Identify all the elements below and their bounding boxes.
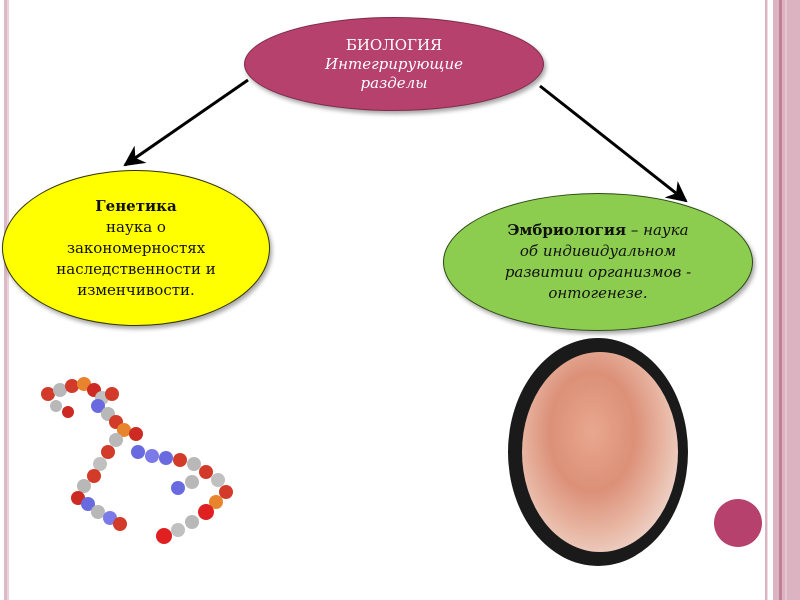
arrow-to-embryology <box>539 84 688 203</box>
right-border-thin-stripe-light <box>767 0 768 600</box>
genetics-line: наследственности и <box>56 259 216 278</box>
root-title: БИОЛОГИЯ <box>345 35 443 54</box>
root-subtitle-line2: разделы <box>360 73 428 92</box>
right-border-dark-stripe <box>779 0 782 600</box>
embryo-body <box>522 352 678 552</box>
arrow-to-genetics <box>123 78 249 167</box>
left-border-stripe <box>4 0 7 600</box>
genetics-line: закономерностях <box>66 238 206 257</box>
left-border-stripe-light <box>7 0 9 600</box>
genetics-line: изменчивости. <box>77 280 195 299</box>
biology-root-node: БИОЛОГИЯ Интегрирующие разделы <box>244 17 544 111</box>
embryo-image <box>508 338 688 566</box>
embryology-title: Эмбриология <box>507 221 627 239</box>
embryology-line: развитии организмов - <box>504 263 692 281</box>
dna-molecule-image <box>41 377 233 544</box>
embryology-first-line: Эмбриология – наука <box>507 220 688 241</box>
embryology-dash: – <box>626 221 644 239</box>
genetics-line: наука о <box>106 217 166 236</box>
embryology-line: онтогенезе. <box>548 284 648 302</box>
right-border-light-stripe <box>785 0 787 600</box>
embryology-line1-rest: наука <box>643 221 689 239</box>
embryology-line: об индивидуальном <box>519 242 677 260</box>
genetics-node: Генетика наука о закономерностях наследс… <box>2 170 270 326</box>
dna-strand <box>41 377 233 544</box>
genetics-title: Генетика <box>95 196 177 215</box>
root-subtitle-line1: Интегрирующие <box>325 54 463 73</box>
embryology-node: Эмбриология – наука об индивидуальном ра… <box>443 193 753 331</box>
accent-dot <box>714 499 762 547</box>
right-border-thin-stripe <box>765 0 767 600</box>
